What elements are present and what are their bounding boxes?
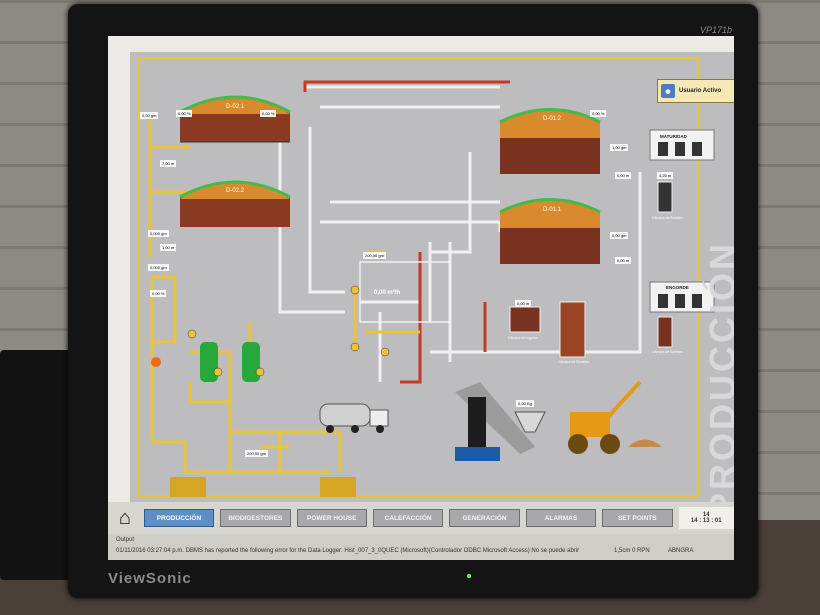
status-bar: Output 01/11/2016 03:27:04 p.m. DBMS has… [108, 534, 734, 560]
monitor-brand: ViewSonic [108, 570, 192, 587]
scada-panel: PRODUCCIÓN ☻ Usuario Activo D-02.1 D-02.… [130, 52, 734, 517]
generator-2 [320, 477, 356, 497]
user-icon: ☻ [661, 84, 675, 98]
readout-9: 0,00 % [590, 110, 607, 117]
clock-display: 14 14 : 13 : 01 [678, 507, 734, 529]
building-engorde [649, 281, 715, 313]
screen: PRODUCCIÓN ☻ Usuario Activo D-02.1 D-02.… [108, 36, 734, 560]
readout-1: 0,00 gm [140, 112, 159, 119]
tank-d022 [179, 180, 291, 227]
readout-8: 0.00 % [150, 290, 167, 297]
tank-d011 [499, 198, 601, 264]
chamber-bombeo-1 [559, 301, 586, 358]
active-user[interactable]: ☻ Usuario Activo [657, 79, 734, 103]
tank-d022-label: D-02.2 [226, 188, 245, 194]
tank-d021-label: D-02.1 [226, 104, 245, 110]
building-maturidad-label: MATURIDAD [660, 134, 687, 139]
truck [319, 403, 389, 433]
nav-power-house[interactable]: POWER HOUSE [296, 509, 367, 527]
press-machine [468, 397, 486, 452]
power-led [467, 574, 471, 578]
nav-bar: ⌂ PRODUCCIÓN BIODIGESTORES POWER HOUSE C… [108, 502, 734, 534]
ingreso-label: Cámara de Ingreso [508, 336, 538, 340]
process-diagram [137, 57, 715, 497]
bombeo-label-1: Cámara de Bombeo [558, 360, 590, 364]
nav-set-points[interactable]: SET POINTS [602, 509, 673, 527]
gen-readout: 200,00 gm [245, 450, 268, 457]
readout-16: 0,00 m [515, 300, 532, 307]
readout-3: 0,00 % [260, 110, 277, 117]
readout-11: 0,00 m [615, 172, 632, 179]
output-label: Output [116, 537, 135, 543]
readout-6: 1,00 m [160, 244, 177, 251]
building-maturidad [649, 129, 715, 161]
chamber-ingreso [509, 306, 541, 333]
nav-calefaccion[interactable]: CALEFACCIÓN [372, 509, 444, 527]
hopper [514, 411, 546, 433]
tank-d012 [499, 108, 601, 174]
readout-5: 0,000 gm [148, 230, 169, 237]
red-pipes [303, 80, 510, 384]
monitor-model: VP171b [700, 25, 733, 35]
white-pipes [278, 85, 642, 382]
nav-biodigestores[interactable]: BIODIGESTORES [220, 509, 291, 527]
tank-d011-label: D-01.1 [543, 207, 562, 213]
pump-base [455, 447, 500, 461]
generator-1 [170, 477, 206, 497]
active-user-label: Usuario Activo [679, 88, 722, 94]
flow-frame [359, 261, 451, 323]
flow-readout: 0,00 m³/h [374, 290, 401, 296]
home-icon[interactable]: ⌂ [118, 506, 131, 529]
readout-13: 0,00 gm [610, 232, 629, 239]
readout-15: 200,00 gm [363, 252, 386, 259]
speaker [0, 350, 78, 580]
chamber-bombeo-2 [657, 181, 673, 213]
section-watermark: PRODUCCIÓN [702, 240, 734, 517]
clock-time: 14 : 13 : 01 [690, 518, 722, 524]
building-engorde-label: ENGORDE [666, 285, 689, 290]
front-loader [568, 380, 642, 454]
readout-14: 0,00 m [615, 257, 632, 264]
compost-pile [628, 439, 662, 447]
status-right-1: 1,5cm 0 RPN [614, 548, 650, 554]
readout-4: 7,00 m [160, 160, 177, 167]
readout-7: 0,000 gm [148, 264, 169, 271]
tank-d012-label: D-01.2 [543, 116, 562, 122]
clock-day: 14 [702, 512, 710, 518]
bombeo-label-3: Cámara de Bombeo [652, 350, 684, 354]
yellow-pipes [148, 112, 420, 474]
gas-tanks [200, 342, 260, 382]
readout-12: 4,25 m [657, 172, 674, 179]
chamber-bombeo-3 [657, 316, 673, 348]
flare [151, 357, 161, 367]
truck-weight-readout: 0,00 Kg [516, 400, 534, 407]
readout-2: 0.00 % [176, 110, 193, 117]
nav-alarmas[interactable]: ALARMAS [525, 509, 597, 527]
nav-produccion[interactable]: PRODUCCIÓN [143, 509, 215, 527]
nav-generacion[interactable]: GENERACIÓN [449, 509, 520, 527]
status-right-2: ABNGRA [668, 548, 694, 554]
status-message: 01/11/2016 03:27:04 p.m. DBMS has report… [116, 548, 580, 554]
bombeo-label-2: Cámara de Bombeo [652, 216, 684, 220]
valves [187, 285, 390, 377]
readout-10: 1,00 gm [610, 144, 629, 151]
diagram-frame [137, 57, 699, 497]
